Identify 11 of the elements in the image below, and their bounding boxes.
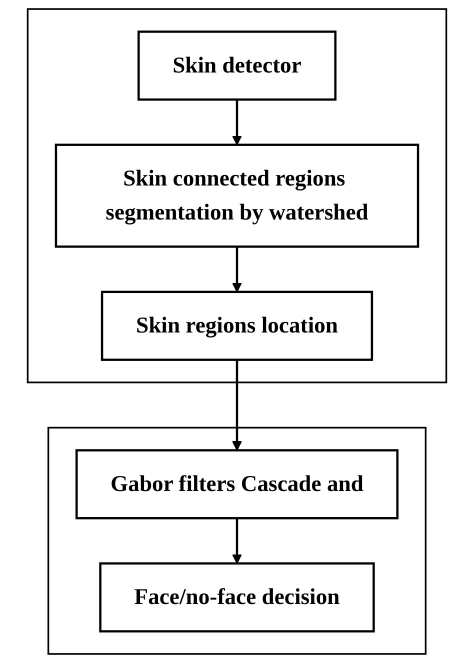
node-box: Skin detector [138,30,336,101]
arrow [232,100,242,146]
arrow [232,518,242,564]
arrow [232,246,242,292]
cluster [47,426,427,655]
node-box: Face/no-face decision [99,562,375,632]
node-box: Skin connected regions segmentation by watershed [54,144,420,248]
arrow [232,360,242,451]
node-box: Skin regions location [100,290,374,361]
cluster [26,8,448,384]
node-box: Gabor filters Cascade and [75,449,399,520]
